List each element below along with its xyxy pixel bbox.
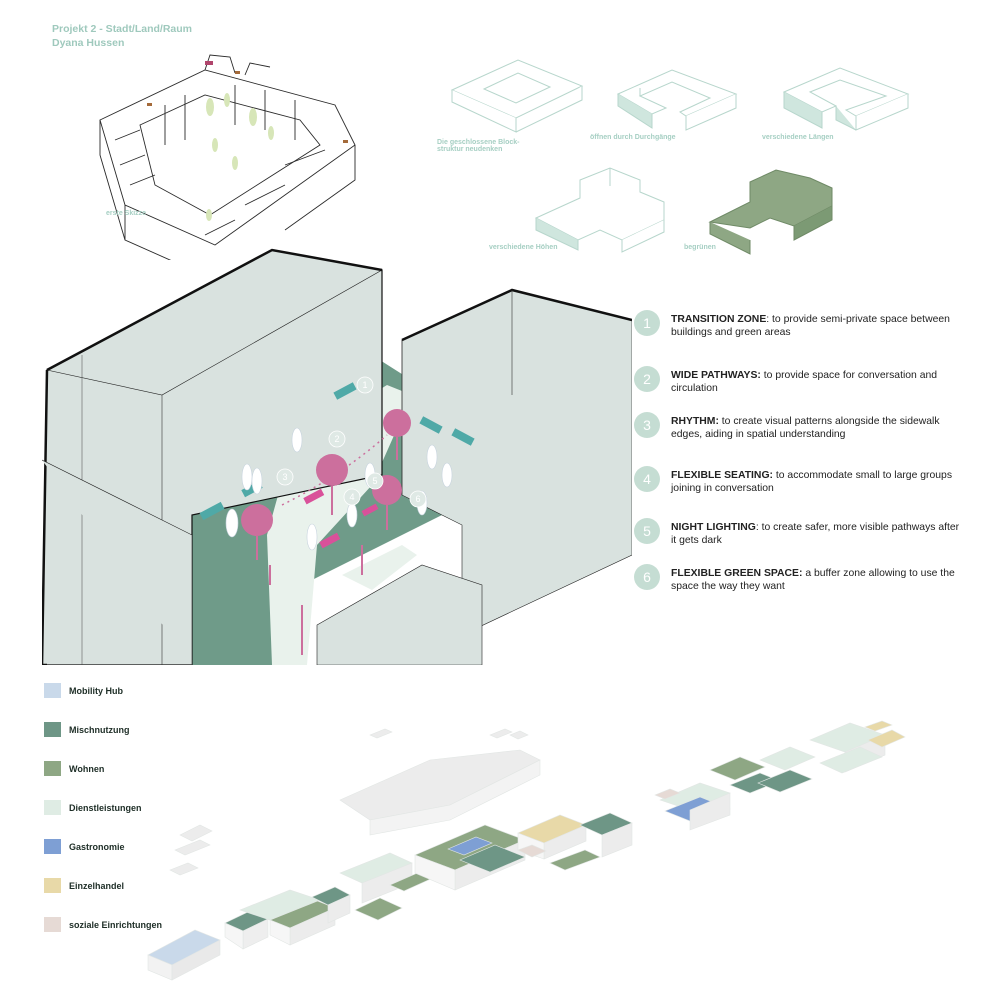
concept-steps-diagram	[450, 59, 910, 255]
legend-label: Mischnutzung	[69, 725, 130, 735]
principle-text: to accommodate small to large groups joi…	[671, 470, 953, 494]
principle-item: 6 FLEXIBLE GREEN SPACE: a buffer zone al…	[634, 564, 964, 604]
block-i	[549, 812, 633, 871]
step1-caption: Die geschlossene Block-struktur neudenke…	[437, 139, 520, 153]
legend-item: Gastronomie	[44, 839, 244, 855]
legend-swatch	[44, 683, 61, 698]
principle-item: 1 TRANSITION ZONE: to provide semi-priva…	[634, 310, 964, 350]
legend-swatch	[44, 761, 61, 776]
scene-marker-2-label: 2	[334, 434, 339, 444]
legend-item: Mobility Hub	[44, 683, 244, 699]
principle-item: 4 FLEXIBLE SEATING: to accommodate small…	[634, 466, 964, 506]
step3-caption: verschiedene Längen	[762, 134, 834, 141]
block-m	[809, 720, 906, 774]
principle-title: FLEXIBLE GREEN SPACE:	[671, 568, 803, 579]
principle-title: TRANSITION ZONE	[671, 314, 767, 325]
step4-caption: verschiedene Höhen	[489, 244, 558, 251]
principle-text: : to create safer, more visible pathways…	[671, 522, 960, 546]
legend-label: soziale Einrichtungen	[69, 920, 163, 930]
block-d	[311, 886, 351, 924]
scene-marker-4-label: 4	[349, 492, 354, 502]
legend-item: soziale Einrichtungen	[44, 917, 244, 933]
scene-marker-3	[276, 468, 294, 486]
scene-marker-6	[409, 490, 427, 508]
principle-text: to provide space for conversation and ci…	[671, 370, 938, 394]
block-g	[459, 844, 526, 873]
principle-number: 5	[634, 518, 660, 544]
block-k	[654, 782, 731, 831]
scene-marker-2	[328, 430, 346, 448]
legend-label: Mobility Hub	[69, 686, 123, 696]
scene-marker-5	[366, 472, 384, 490]
project-title: Projekt 2 - Stadt/Land/Raum	[52, 23, 193, 35]
principle-number: 6	[634, 564, 660, 590]
legend-item: Einzelhandel	[44, 878, 244, 894]
legend-swatch	[44, 917, 61, 932]
principle-number: 3	[634, 412, 660, 438]
legend-swatch	[44, 839, 61, 854]
legend-label: Gastronomie	[69, 842, 125, 852]
block-h	[517, 814, 587, 860]
step3-block	[782, 67, 910, 117]
legend-item: Mischnutzung	[44, 722, 244, 738]
scene-marker-4	[343, 488, 361, 506]
principle-item: 3 RHYTHM: to create visual patterns alon…	[634, 412, 964, 452]
scene-markers	[276, 376, 427, 508]
sketch-caption: erste Skizze	[106, 210, 147, 217]
principle-title: NIGHT LIGHTING	[671, 522, 756, 533]
legend-swatch	[44, 800, 61, 815]
principle-title: RHYTHM:	[671, 416, 719, 427]
block-n	[169, 824, 213, 876]
scene-marker-1-label: 1	[362, 380, 367, 390]
block-mobility-hub	[147, 929, 221, 981]
principle-title: FLEXIBLE SEATING:	[671, 470, 773, 481]
street-axonometric-scene: 1 2 3 4 5 6	[42, 248, 632, 665]
principle-text: to create visual patterns alongside the …	[671, 416, 940, 440]
author-name: Dyana Hussen	[52, 37, 125, 49]
cross-pathway	[342, 545, 417, 590]
step2-block	[616, 69, 738, 117]
legend-swatch	[44, 878, 61, 893]
principle-item: 2 WIDE PATHWAYS: to provide space for co…	[634, 366, 964, 406]
principle-number: 2	[634, 366, 660, 392]
flexible-seating	[303, 488, 379, 549]
legend-item: Wohnen	[44, 761, 244, 777]
scene-marker-1	[356, 376, 374, 394]
legend-label: Wohnen	[69, 764, 105, 774]
legend-swatch	[44, 722, 61, 737]
scene-marker-6-label: 6	[415, 494, 420, 504]
step5-caption: begrünen	[684, 244, 716, 251]
block-o	[369, 728, 529, 740]
step2-caption: öffnen durch Durchgänge	[590, 134, 676, 141]
principle-number: 4	[634, 466, 660, 492]
block-l	[709, 746, 816, 794]
block-a	[224, 910, 269, 950]
lamp-posts	[269, 545, 363, 655]
land-use-axonometric	[147, 720, 906, 981]
legend-item: Dienstleistungen	[44, 800, 244, 816]
scene-marker-3-label: 3	[282, 472, 287, 482]
principle-title: WIDE PATHWAYS:	[671, 370, 761, 381]
principle-item: 5 NIGHT LIGHTING: to create safer, more …	[634, 518, 964, 558]
scene-marker-5-label: 5	[372, 476, 377, 486]
first-sketch-drawing	[99, 54, 356, 260]
step5-block	[708, 169, 833, 229]
project-header: Projekt 2 - Stadt/Land/Raum Dyana Hussen	[52, 22, 192, 50]
principle-text: : to provide semi-private space between …	[671, 314, 950, 338]
block-j	[339, 749, 541, 836]
principle-number: 1	[634, 310, 660, 336]
block-b	[269, 899, 336, 946]
legend-label: Dienstleistungen	[69, 803, 142, 813]
legend-label: Einzelhandel	[69, 881, 125, 891]
principle-text: a buffer zone allowing to use the space …	[671, 568, 955, 592]
